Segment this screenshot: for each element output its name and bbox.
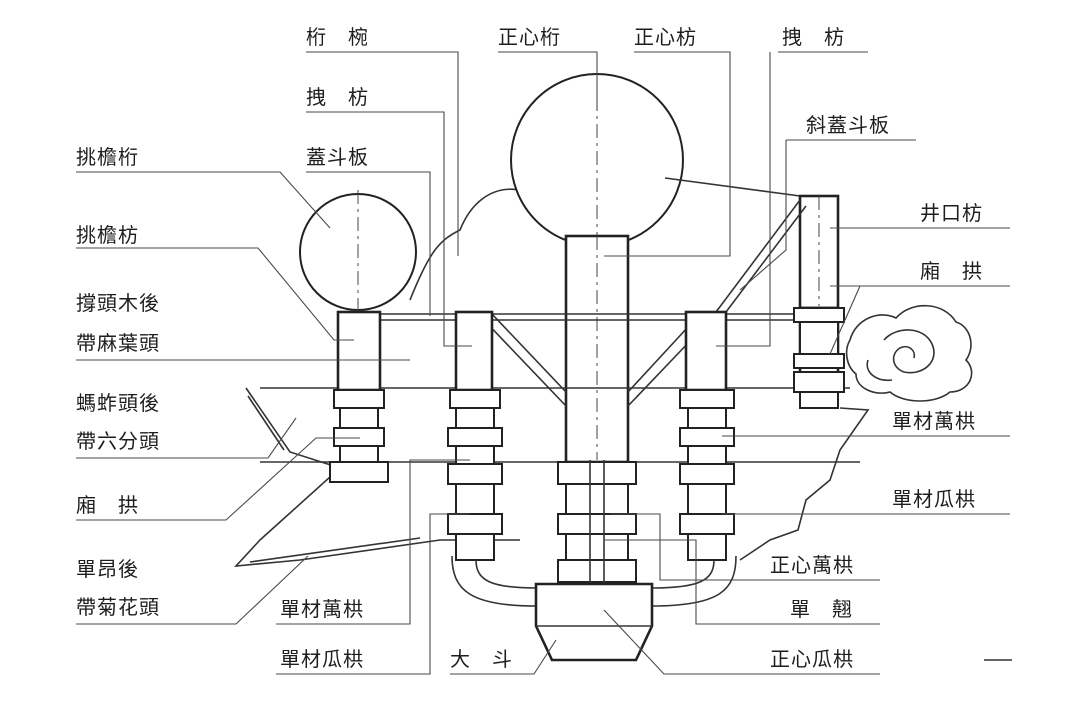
label-xiang-gong-right: 廂 拱 [920, 259, 983, 283]
label-danqiao: 單 翹 [790, 597, 853, 621]
label-dancai-wangong-bottom: 單材萬栱 [280, 597, 364, 621]
second-block-column [447, 389, 503, 561]
label-xiang-gong-left: 廂 拱 [76, 493, 139, 517]
right-block-column [793, 307, 845, 409]
label-tiaoyan-heng: 挑檐桁 [76, 145, 139, 169]
label-chengtoumu-a: 撐頭木後 [76, 291, 160, 315]
label-zhengxin-heng: 正心桁 [498, 25, 561, 49]
label-chengtoumu-b: 帶麻葉頭 [76, 331, 160, 355]
label-tiaoyan-fang: 挑檐枋 [76, 223, 139, 247]
label-zhuai-fang-top: 拽 枋 [782, 25, 845, 49]
labels: 桁 椀 正心桁 正心枋 拽 枋 拽 枋 斜蓋斗板 蓋斗板 挑檐桁 挑檐枋 井口枋… [76, 25, 983, 671]
label-xie-gaidou-ban: 斜蓋斗板 [806, 113, 890, 137]
label-zhengxin-wangong: 正心萬栱 [770, 553, 854, 577]
leader-lines [76, 51, 1010, 675]
label-dancai-guagong-bottom: 單材瓜栱 [280, 647, 364, 671]
label-danang-a: 單昂後 [76, 557, 139, 581]
cloud-scroll-ornament [845, 304, 973, 402]
label-jingkou-fang: 井口枋 [920, 201, 983, 225]
label-zhengxin-guagong: 正心瓜栱 [770, 647, 854, 671]
label-zhengxin-fang: 正心枋 [634, 25, 697, 49]
dadou-block [534, 582, 654, 662]
label-heng-wan: 桁 椀 [306, 25, 369, 49]
label-dancai-guagong-right: 單材瓜栱 [892, 487, 976, 511]
label-mazhatou-a: 螞蚱頭後 [76, 391, 160, 415]
fourth-block-column [679, 389, 735, 561]
label-danang-b: 帶菊花頭 [76, 595, 160, 619]
label-zhuai-fang-left: 拽 枋 [306, 85, 369, 109]
label-mazhatou-b: 帶六分頭 [76, 429, 160, 453]
lower-base-curve [451, 555, 737, 607]
cloud-outline [409, 188, 521, 301]
left-block-column [329, 389, 389, 483]
bracket-structure [233, 70, 1012, 662]
label-gaidou-ban: 蓋斗板 [306, 145, 369, 169]
label-dadou: 大 斗 [450, 647, 513, 671]
label-dancai-wangong-right: 單材萬栱 [892, 409, 976, 433]
right-projecting-beam [739, 407, 870, 561]
